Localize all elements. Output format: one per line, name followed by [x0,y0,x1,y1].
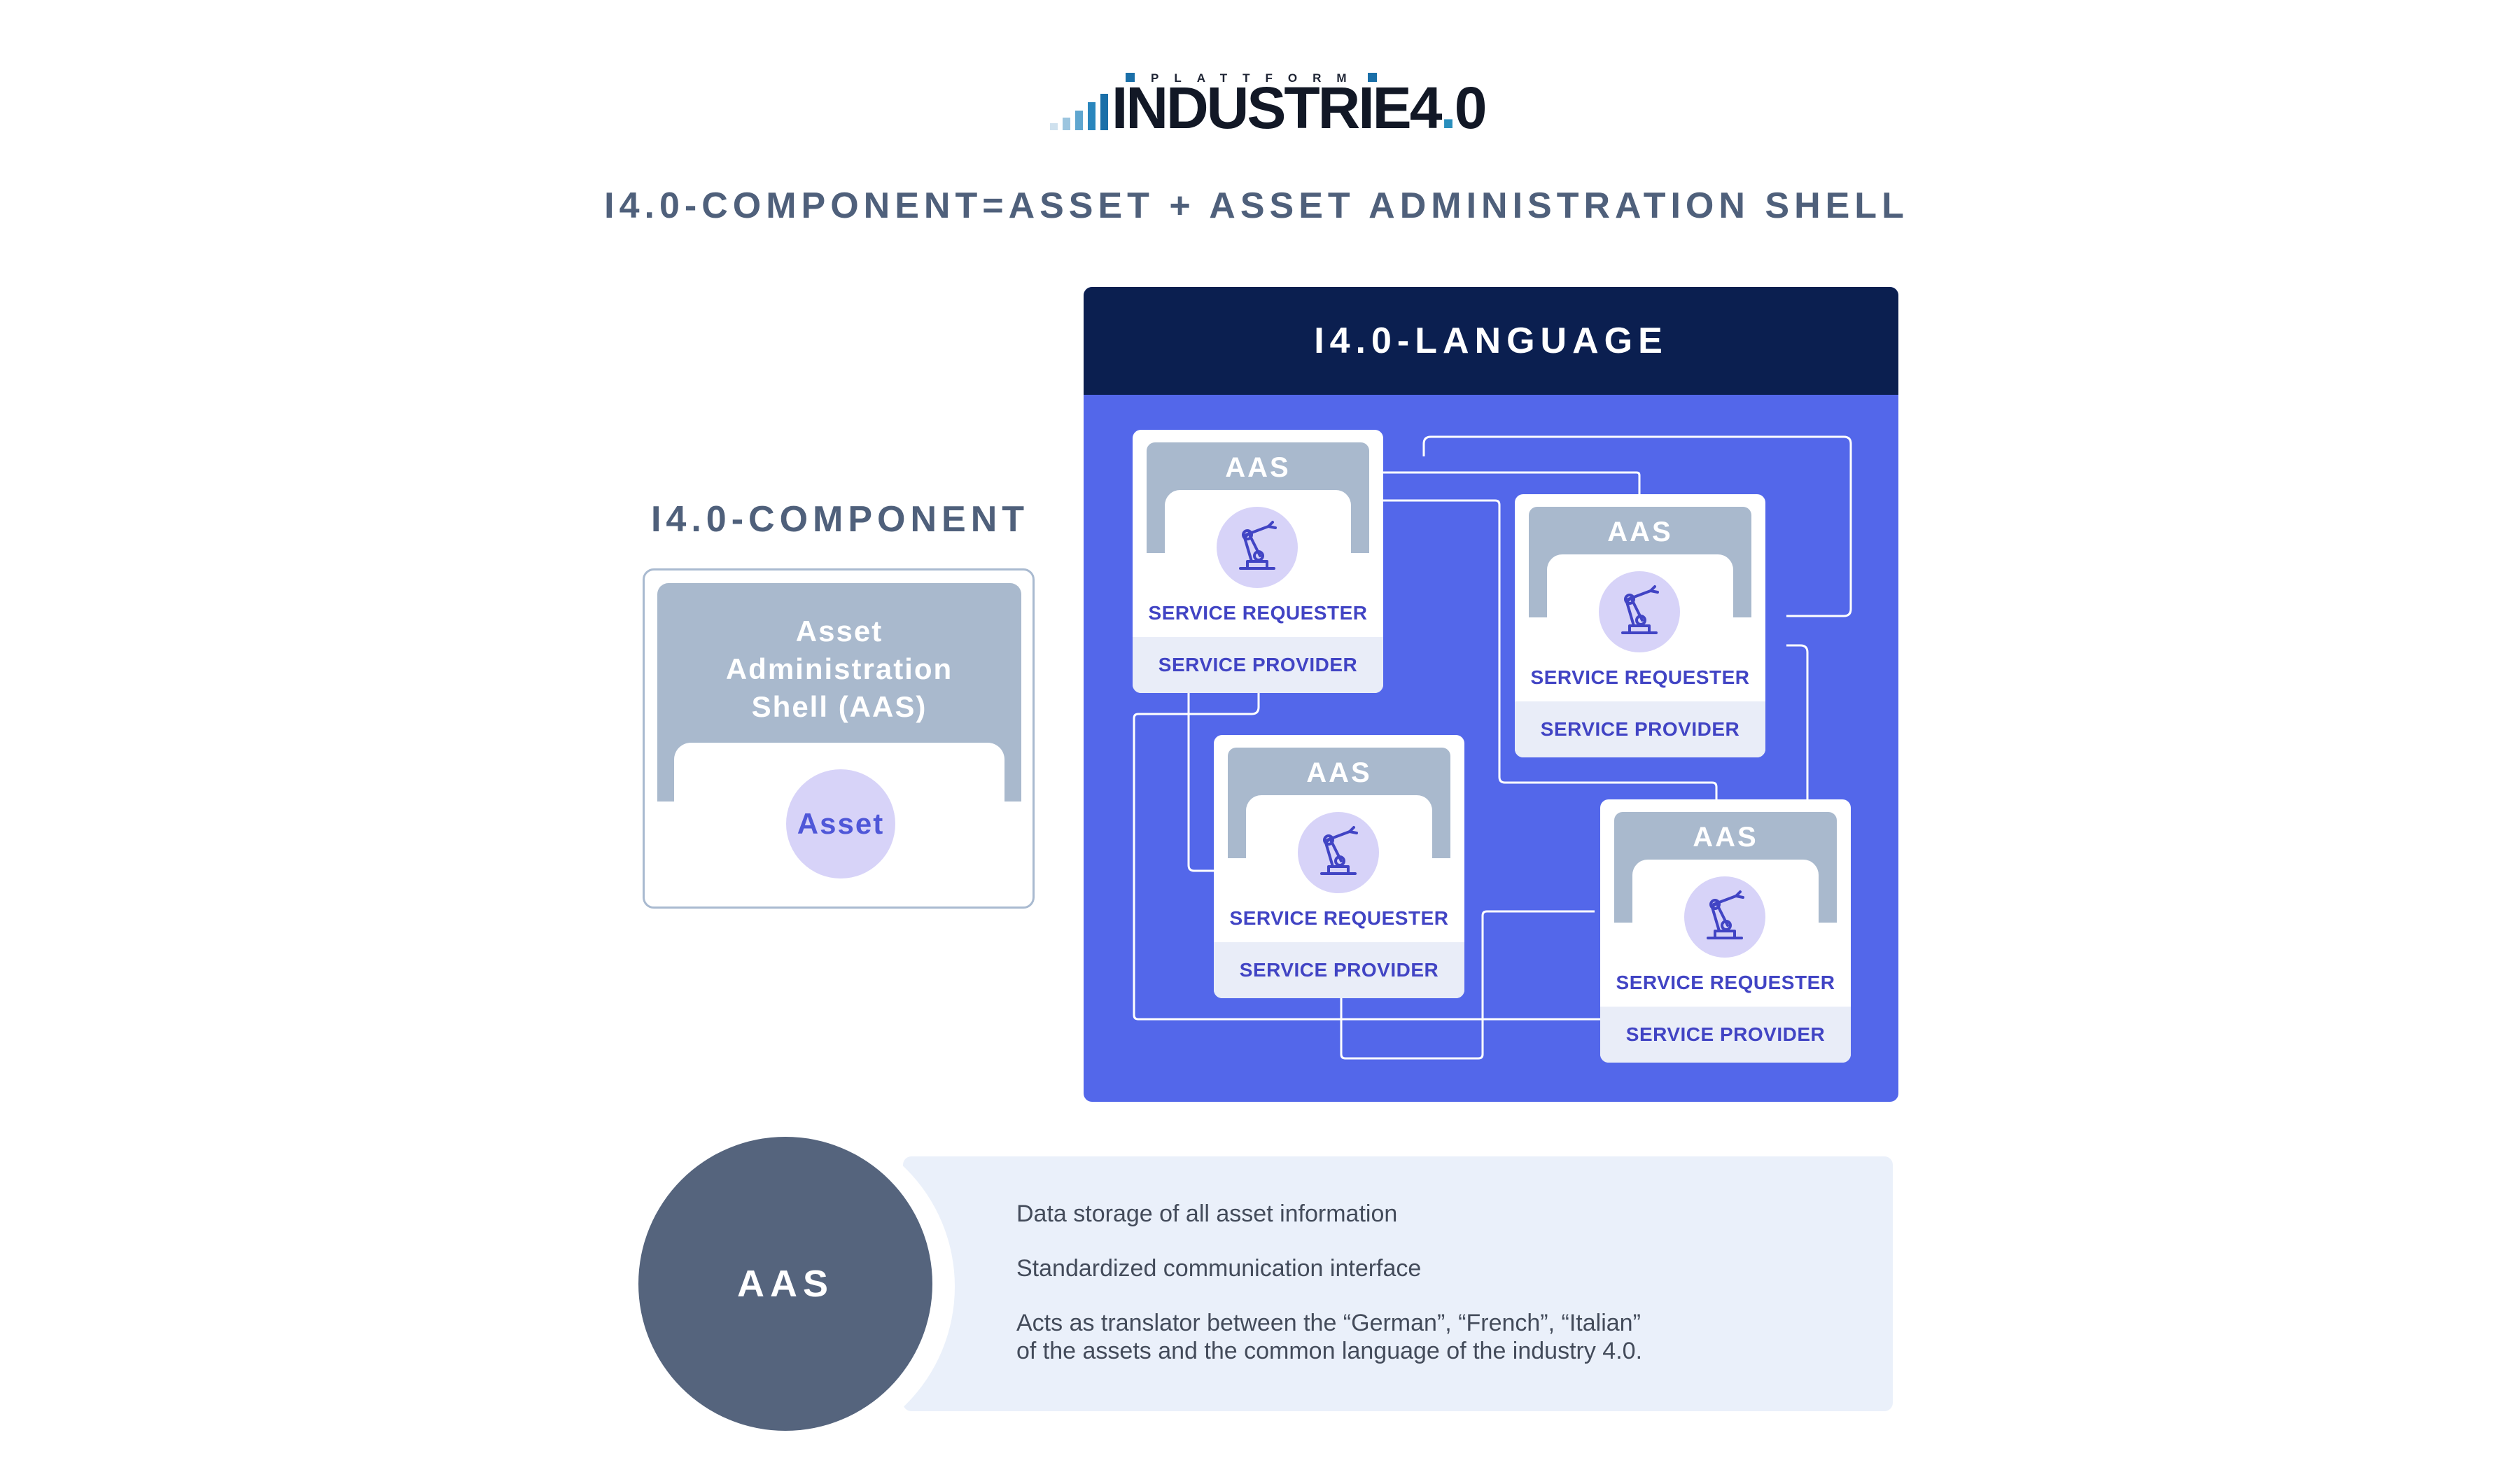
aas-shell-label: Asset Administration Shell (AAS) [657,612,1021,726]
language-header: I4.0-LANGUAGE [1084,287,1898,395]
service-provider-label: SERVICE PROVIDER [1515,701,1765,757]
component-title: I4.0-COMPONENT [650,499,1030,540]
aas-card: AAS SERVICE REQUESTER SERVICE PROVIDER [1133,430,1383,693]
service-provider-label: SERVICE PROVIDER [1133,637,1383,693]
logo-bar [1075,111,1083,130]
logo-bar [1050,123,1058,130]
aas-card-label: AAS [1607,517,1673,547]
logo-square [1126,73,1135,82]
logo-bar [1088,102,1096,130]
aas-label-line: Asset [795,615,883,648]
aas-label-line: Administration [725,652,953,685]
aas-card: AAS SERVICE REQUESTER SERVICE PROVIDER [1600,799,1851,1063]
aas-circle: AAS [638,1137,932,1431]
platform-industrie-logo: PLATTFORM INDUSTRIE4.0 [1050,67,1498,137]
service-requester-label: SERVICE REQUESTER [1530,666,1750,688]
connection-lines [1133,435,1852,1060]
aas-info-box [903,1156,1893,1411]
aas-info-line: of the assets and the common language of… [1016,1338,1643,1364]
aas-info-line: Data storage of all asset information [1016,1200,1398,1227]
i40-language-panel: I4.0-LANGUAGE AAS SERVICE REQUESTER SERV… [1084,287,1898,1102]
service-requester-label: SERVICE REQUESTER [1616,972,1835,993]
aas-card-label: AAS [1306,757,1372,788]
robot-arm-icon [1599,571,1680,652]
page-title: I4.0-COMPONENT=ASSET + ASSET ADMINISTRAT… [604,186,1909,226]
service-provider-label: SERVICE PROVIDER [1600,1007,1851,1063]
logo-bar [1063,118,1070,130]
logo-square [1368,73,1377,82]
logo-bar [1100,94,1108,130]
aas-card-label: AAS [1225,452,1291,483]
logo-wordmark: INDUSTRIE4.0 [1112,75,1487,141]
asset-circle: Asset [786,769,895,878]
robot-arm-icon [1217,507,1298,588]
service-requester-label: SERVICE REQUESTER [1229,907,1449,929]
aas-info-line: Standardized communication interface [1016,1255,1422,1282]
service-requester-label: SERVICE REQUESTER [1148,602,1368,624]
aas-label-line: Shell (AAS) [751,690,927,723]
aas-card: AAS SERVICE REQUESTER SERVICE PROVIDER [1515,494,1765,757]
aas-card-label: AAS [1693,822,1758,853]
aas-info-line: Acts as translator between the “German”,… [1016,1310,1641,1336]
aas-card: AAS SERVICE REQUESTER SERVICE PROVIDER [1214,735,1464,998]
i40-component-box: Asset Administration Shell (AAS) Asset [643,568,1035,909]
aas-shell-shape: Asset Administration Shell (AAS) [657,583,1021,834]
logo-plattform-text: PLATTFORM [1151,71,1362,85]
robot-arm-icon [1298,812,1379,893]
service-provider-label: SERVICE PROVIDER [1214,942,1464,998]
robot-arm-icon [1684,876,1765,958]
